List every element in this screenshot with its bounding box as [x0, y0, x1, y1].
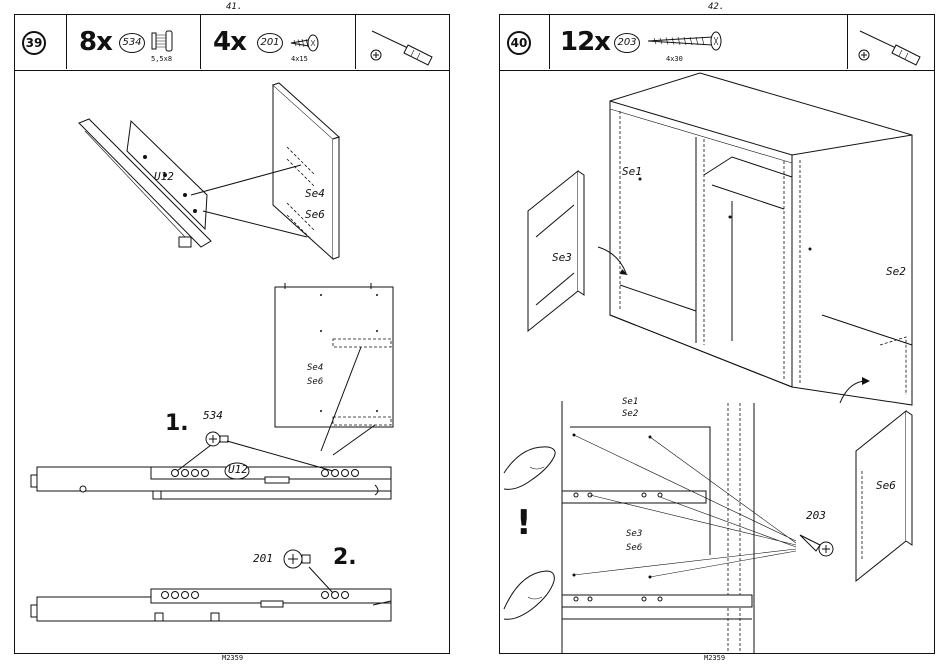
drawer-rail-exploded	[79, 119, 211, 247]
side-panel-se4-se6	[273, 83, 339, 259]
page-number-right: 42.	[708, 2, 724, 12]
screw-part-label: 203	[806, 509, 826, 522]
panel-detail-view	[275, 283, 393, 455]
drawer-rail-step1	[31, 463, 391, 499]
rail-tag: U12	[154, 170, 174, 183]
label-se2: Se2	[886, 265, 906, 278]
detail-label-se6: Se6	[626, 543, 642, 553]
instruction-page-left: 39 8x 534 5,5x8 4x 201	[14, 14, 450, 654]
step-2-part: 201	[253, 552, 273, 565]
label-se1: Se1	[622, 165, 642, 178]
cam-bolt-534	[206, 432, 228, 446]
drawer-detail-view	[562, 401, 796, 653]
detail-label-se6: Se6	[307, 377, 323, 387]
drawer-rail-step2	[31, 589, 391, 621]
panel-label-se6: Se6	[305, 208, 325, 221]
instruction-page-right: 40 12x 203 4x30	[499, 14, 935, 654]
detail-label-se3: Se3	[626, 529, 642, 539]
step-1-label: 1.	[165, 411, 189, 436]
detail-label-se1: Se1	[622, 397, 638, 407]
detail-label-se2: Se2	[622, 409, 638, 419]
panel-label-se4: Se4	[305, 187, 325, 200]
step-1-part: 534	[203, 409, 223, 422]
side-panel-se6	[856, 411, 912, 581]
footer-code-left: M2359	[222, 654, 243, 662]
detail-label-se4: Se4	[307, 363, 323, 373]
hand-illustration-top	[504, 447, 555, 489]
footer-code-right: M2359	[704, 654, 725, 662]
label-se3: Se3	[552, 251, 572, 264]
hand-illustration-bottom	[504, 571, 554, 619]
drawer-rail-assembly-illustration	[15, 15, 451, 655]
screw-201	[284, 550, 310, 568]
warning-mark: !	[516, 503, 532, 543]
screw-203	[800, 535, 833, 556]
page-number-left: 41.	[226, 2, 242, 12]
rail-tag-detail: U12	[228, 463, 248, 476]
label-se6: Se6	[876, 479, 896, 492]
wardrobe-assembly-illustration	[500, 15, 936, 655]
wardrobe-carcass	[610, 73, 912, 405]
step-2-label: 2.	[333, 545, 357, 570]
